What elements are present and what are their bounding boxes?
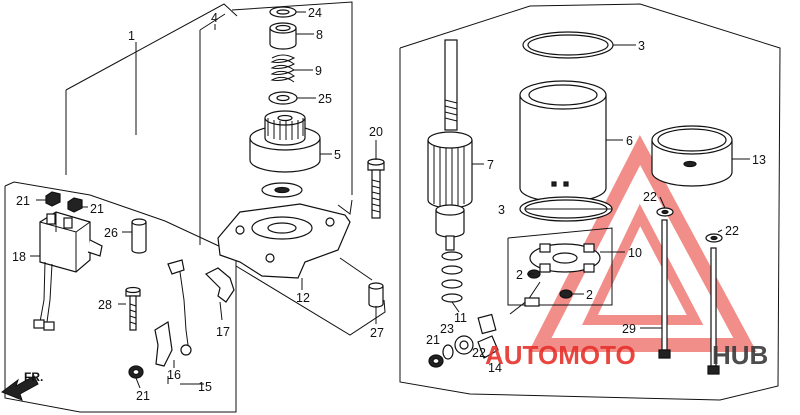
callout-26: 26: [104, 226, 118, 240]
callout-21-b: 21: [90, 202, 104, 216]
nut-21-d: [428, 354, 444, 368]
callout-8: 8: [316, 28, 323, 42]
callout-22-c: 22: [472, 346, 486, 360]
washer-22-b: [705, 233, 723, 243]
callout-22-a: 22: [643, 190, 657, 204]
callout-4: 4: [211, 11, 218, 25]
insulator-22-c: [454, 335, 474, 355]
callout-23: 23: [440, 322, 454, 336]
callout-18: 18: [12, 250, 26, 264]
callout-14: 14: [488, 361, 502, 375]
yoke-housing-6: [519, 80, 607, 203]
callout-25: 25: [318, 92, 332, 106]
callout-6: 6: [626, 134, 633, 148]
group-outline-right-box: [399, 3, 781, 401]
callout-9: 9: [315, 64, 322, 78]
washer-stack-11: [441, 251, 463, 303]
callout-1: 1: [128, 29, 135, 43]
through-bolt-29-a: [658, 219, 671, 359]
group-outline-4: [199, 1, 353, 245]
through-bolt-29-b: [707, 247, 720, 375]
watermark-text: AUTOMOTO HUB: [485, 340, 768, 370]
nut-21-b: [67, 197, 83, 213]
callout-13: 13: [752, 153, 766, 167]
callout-21-c: 21: [136, 389, 150, 403]
brush-holder-10: [529, 243, 601, 273]
callout-10: 10: [628, 246, 642, 260]
callout-15: 15: [198, 380, 212, 394]
watermark-text-dark: HUB: [712, 340, 768, 370]
group-outline-1: [65, 3, 238, 175]
callout-29: 29: [622, 322, 636, 336]
nut-21-a: [45, 191, 61, 207]
callout-3-bottom: 3: [498, 203, 505, 217]
callout-24: 24: [308, 6, 322, 20]
callout-5: 5: [334, 148, 341, 162]
callout-11: 11: [454, 311, 467, 325]
washer-23: [442, 344, 454, 360]
callout-16: 16: [167, 368, 181, 382]
cable-16: [154, 259, 192, 367]
nut-21-c: [128, 365, 144, 379]
rear-cover-13: [651, 125, 733, 187]
callout-27: 27: [370, 326, 384, 340]
watermark-text-red: AUTOMOTO: [485, 340, 636, 370]
callout-20: 20: [369, 125, 383, 139]
callout-12: 12: [296, 291, 310, 305]
screw-2-b: [559, 289, 573, 299]
collar-26: [131, 218, 147, 254]
pinion-drive-5: [249, 110, 321, 173]
boot-17: [204, 267, 235, 303]
callout-21-a: 21: [16, 194, 30, 208]
group-outline-12: [235, 199, 386, 336]
terminal-bolt: [477, 281, 541, 335]
leader-lines: [30, 11, 750, 389]
callout-labels: 1 4 24 8 9 25 5 20 12 27 7 3 6 3 13 10 2…: [12, 6, 766, 403]
dowel-pin-27: [368, 282, 384, 308]
callout-2-a: 2: [516, 268, 523, 282]
bolt-28: [125, 286, 141, 331]
callout-21-d: 21: [426, 333, 440, 347]
callout-28: 28: [98, 298, 112, 312]
callout-22-b: 22: [725, 224, 739, 238]
callout-17: 17: [216, 325, 230, 339]
thrust-washer: [261, 182, 303, 198]
callout-2-b: 2: [586, 288, 593, 302]
solenoid-18: [33, 211, 103, 331]
collar-8: [269, 22, 297, 50]
front-direction-label: FR.: [24, 370, 43, 384]
front-direction-arrow-icon: [0, 375, 39, 401]
armature-7: [427, 39, 473, 251]
insulator-14: [477, 335, 499, 359]
washer-22-a: [656, 207, 674, 217]
bolt-20: [367, 158, 385, 219]
washer-25: [268, 91, 298, 105]
group-outline-10: [507, 227, 613, 306]
o-ring-3-top: [522, 31, 614, 59]
callout-3-top: 3: [638, 39, 645, 53]
front-cover-bracket-12: [217, 203, 351, 279]
callout-7: 7: [487, 158, 494, 172]
spring-9: [270, 54, 296, 83]
washer-24: [269, 6, 297, 18]
